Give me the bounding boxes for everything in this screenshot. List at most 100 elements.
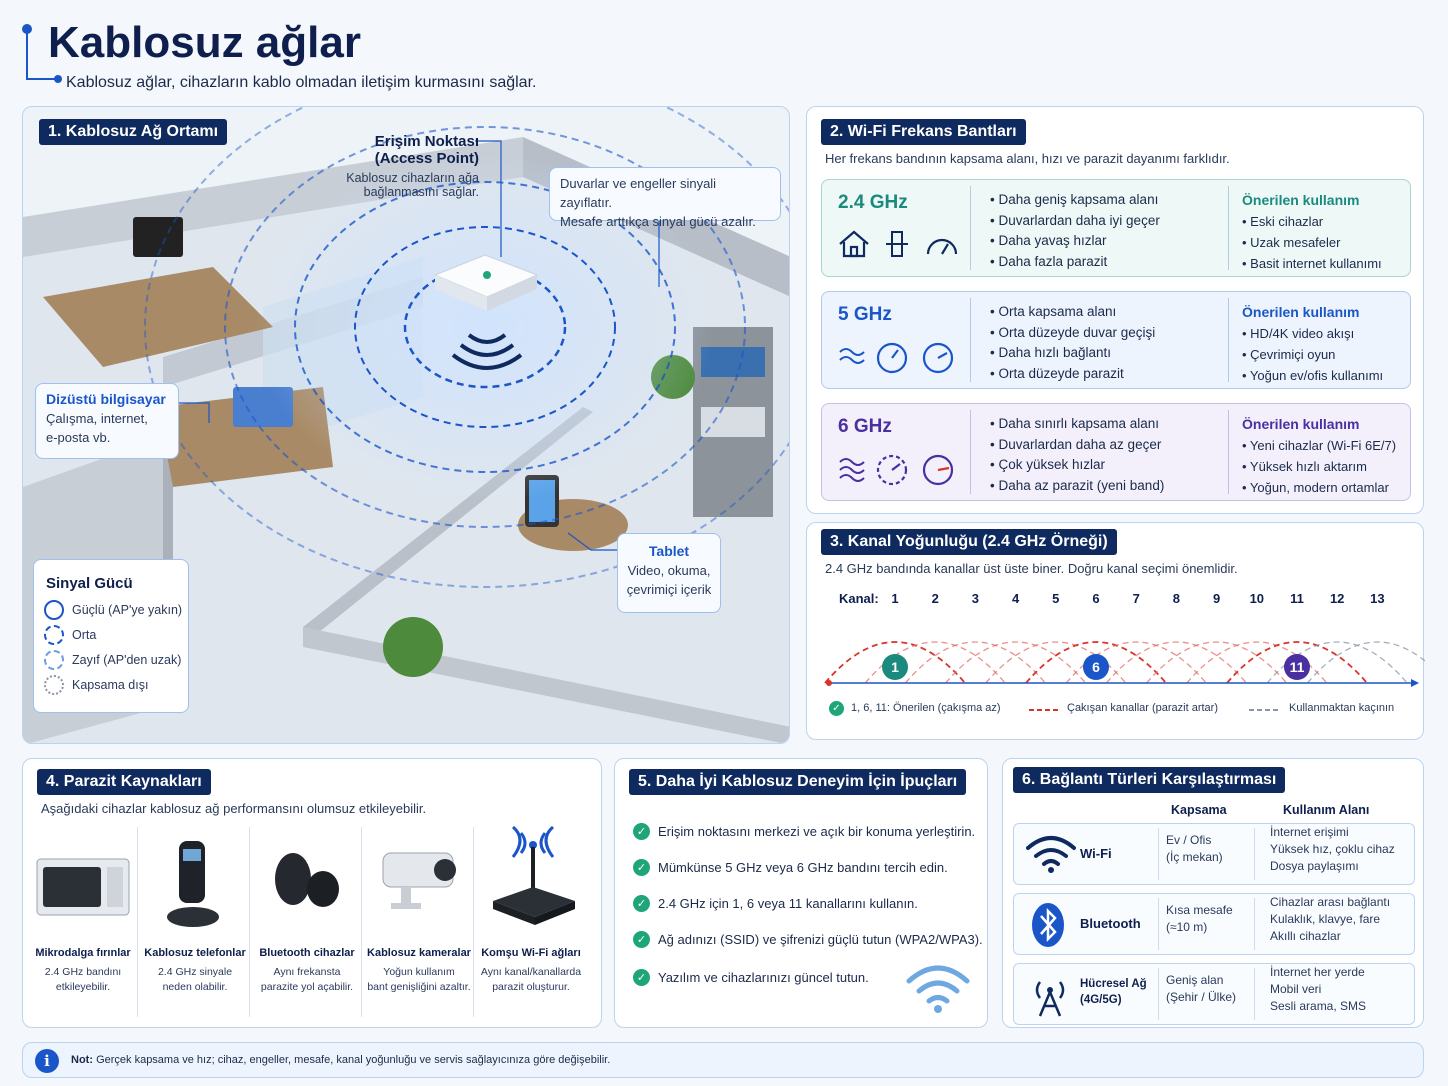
connection-row-wifi: Wi-Fi Ev / Ofis(İç mekan) İnternet erişi… (1013, 823, 1415, 885)
microwave-icon (36, 858, 130, 916)
check-icon: ✓ (633, 931, 650, 948)
source-neighbor-wifi: Komşu Wi-Fi ağları Aynı kanal/kanallarda… (475, 819, 587, 1025)
recommended-channel-marker: 6 (1083, 654, 1109, 680)
channel-label: 9 (1213, 591, 1220, 606)
axis-origin (826, 680, 832, 686)
legend-recommended: 1, 6, 11: Önerilen (çakışma az) (851, 702, 1001, 714)
dashed-gray-line-icon (1249, 709, 1279, 711)
channel-label: 5 (1052, 591, 1059, 606)
band-recommended: Önerilen kullanım • HD/4K video akışı• Ç… (1242, 304, 1384, 383)
walls-line: Mesafe arttıkça sinyal gücü azalır. (560, 214, 756, 229)
recommended-channel-marker: 11 (1284, 654, 1310, 680)
weak-signal-icon (44, 650, 64, 670)
channel-arc (864, 641, 1006, 684)
ap-label: Erişim Noktası (Access Point) Kablosuz c… (343, 133, 479, 199)
tablet-callout: Tablet Video, okuma, çevrimiçi içerik (617, 533, 721, 613)
channel-legend: ✓ 1, 6, 11: Önerilen (çakışma az) Çakışa… (829, 701, 1419, 721)
laptop-title: Dizüstü bilgisayar (46, 391, 166, 407)
band-5-icons (839, 342, 954, 374)
band-features: • Orta kapsama alanı• Orta düzeyde duvar… (990, 304, 1156, 381)
channel-label: 6 (1092, 591, 1099, 606)
fast-gauge-icon (922, 342, 954, 374)
home-icon (839, 230, 869, 258)
signal-level-medium: Orta (44, 625, 96, 645)
info-icon: i (35, 1049, 59, 1073)
check-icon: ✓ (633, 859, 650, 876)
tablet-desc: çevrimiçi içerik (626, 582, 712, 597)
check-icon: ✓ (633, 823, 650, 840)
panel-2-subtitle: Her frekans bandının kapsama alanı, hızı… (825, 151, 1230, 166)
band-name: 2.4 GHz (838, 192, 908, 213)
channel-arc (1146, 641, 1288, 684)
note-label: Not: (71, 1054, 93, 1066)
panel-2-title: 2. Wi-Fi Frekans Bantları (821, 119, 1026, 145)
check-icon: ✓ (633, 969, 650, 986)
panel-5-title: 5. Daha İyi Kablosuz Deneyim İçin İpuçla… (629, 769, 967, 795)
channel-marker-label: 6 (1092, 659, 1100, 675)
channel-label: 13 (1370, 591, 1384, 606)
channel-arc (1186, 641, 1328, 684)
band-recommended: Önerilen kullanım • Yeni cihazlar (Wi-Fi… (1242, 416, 1397, 495)
band-name: 6 GHz (838, 416, 892, 437)
channel-arc (985, 641, 1127, 684)
col-coverage-header: Kapsama (1171, 803, 1227, 817)
col-usage-header: Kullanım Alanı (1283, 803, 1370, 817)
channel-arc (1025, 641, 1167, 684)
band-2-4-icons (839, 230, 958, 258)
panel-channel-density: 3. Kanal Yoğunluğu (2.4 GHz Örneği) 2.4 … (806, 522, 1425, 740)
panel-4-title: 4. Parazit Kaynakları (37, 769, 211, 795)
channel-label: 3 (972, 591, 979, 606)
channel-marker-circle (1083, 654, 1109, 680)
check-icon: ✓ (829, 701, 844, 716)
channel-arcs (824, 641, 1425, 684)
panel-4-subtitle: Aşağıdaki cihazlar kablosuz ağ performan… (41, 801, 427, 816)
band-6-icons (839, 454, 954, 486)
channel-arc (1105, 641, 1247, 684)
tip-item: ✓Ağ adınızı (SSID) ve şifrenizi güçlü tu… (633, 931, 983, 948)
band-2-4ghz: 2.4 GHz • Daha geniş kapsama alanı• Duva… (821, 179, 1411, 277)
channel-label: 7 (1133, 591, 1140, 606)
channel-arc (945, 641, 1087, 684)
signal-strength-legend: Sinyal Gücü Güçlü (AP'ye yakın) Orta Zay… (33, 559, 189, 713)
channel-marker-label: 11 (1290, 659, 1305, 675)
cell-tower-icon (1035, 981, 1065, 1017)
panel-frequency-bands: 2. Wi-Fi Frekans Bantları Her frekans ba… (806, 106, 1424, 514)
note-text: Gerçek kapsama ve hız; cihaz, engeller, … (96, 1054, 611, 1066)
signal-wave-icon (839, 458, 865, 482)
walls-line: Duvarlar ve engeller sinyali zayıflatır. (560, 176, 717, 210)
band-recommended: Önerilen kullanım • Eski cihazlar• Uzak … (1242, 192, 1382, 271)
kanal-label: Kanal: (839, 591, 879, 606)
tip-item: ✓Mümkünse 5 GHz veya 6 GHz bandını terci… (633, 859, 948, 876)
channel-arc (1266, 641, 1408, 684)
channel-label: 1 (891, 591, 898, 606)
channel-arc (1226, 641, 1368, 684)
channel-label: 12 (1330, 591, 1344, 606)
axis-arrow (1411, 679, 1419, 687)
connection-row-cellular: Hücresel Ağ (4G/5G) Geniş alan(Şehir / Ü… (1013, 963, 1415, 1025)
footnote-bar: i Not: Gerçek kapsama ve hız; cihaz, eng… (22, 1042, 1424, 1078)
wifi-icon (906, 965, 970, 1013)
ap-desc: Kablosuz cihazların ağa (346, 171, 479, 185)
ap-title: Erişim Noktası (374, 133, 479, 150)
panel-tips: 5. Daha İyi Kablosuz Deneyim İçin İpuçla… (614, 758, 988, 1028)
speed-gauge-icon (876, 454, 908, 486)
header-accent-dot (54, 75, 62, 83)
channel-arc (1065, 641, 1207, 684)
bluetooth-icon (1032, 903, 1064, 947)
channel-label: 8 (1173, 591, 1180, 606)
band-name: 5 GHz (838, 304, 892, 325)
recommended-channel-marker: 1 (882, 654, 908, 680)
signal-level-weak: Zayıf (AP'den uzak) (44, 650, 181, 670)
panel-connection-types: 6. Bağlantı Türleri Karşılaştırması Kaps… (1002, 758, 1424, 1028)
wall-penetration-icon (886, 231, 908, 257)
panel-3-title: 3. Kanal Yoğunluğu (2.4 GHz Örneği) (821, 529, 1117, 555)
channel-label: 10 (1250, 591, 1264, 606)
channel-label: 2 (932, 591, 939, 606)
tablet-title: Tablet (648, 543, 690, 559)
wifi-icon (1026, 836, 1076, 873)
panel-wireless-environment: 1. Kablosuz Ağ Ortamı Erişim Noktası (Ac… (22, 106, 790, 744)
panel-3-subtitle: 2.4 GHz bandında kanallar üst üste biner… (825, 561, 1238, 576)
